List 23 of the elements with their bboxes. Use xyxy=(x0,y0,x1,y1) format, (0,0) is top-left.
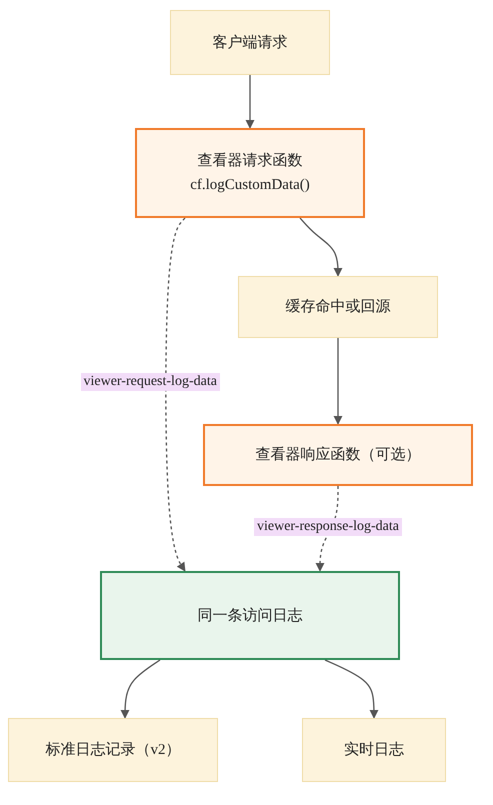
arrow xyxy=(245,75,255,129)
process-box xyxy=(135,128,365,218)
node-text: 同一条访问日志 xyxy=(198,606,302,626)
process-box xyxy=(203,424,473,486)
process-box xyxy=(302,718,446,782)
node-text: 实时日志 xyxy=(344,740,404,760)
node-text: 查看器响应函数（可选） xyxy=(256,445,420,465)
process-box xyxy=(170,10,330,75)
arrow xyxy=(324,659,379,719)
node-text: 缓存命中或回源 xyxy=(286,298,390,317)
arrow xyxy=(300,218,343,277)
edge-label: viewer-response-log-data xyxy=(254,518,402,536)
node-text: 标准日志记录（v2） xyxy=(46,740,180,760)
edge-label: viewer-request-log-data xyxy=(80,373,220,391)
process-box xyxy=(100,571,400,660)
arrow xyxy=(165,218,186,572)
node-text: cf.logCustomData() xyxy=(190,176,310,195)
process-box xyxy=(238,276,438,338)
arrow xyxy=(333,338,343,425)
node-text: 查看器请求函数 xyxy=(198,152,302,171)
node-text: 客户端请求 xyxy=(212,33,288,52)
process-box xyxy=(8,718,218,782)
arrow xyxy=(120,659,160,719)
